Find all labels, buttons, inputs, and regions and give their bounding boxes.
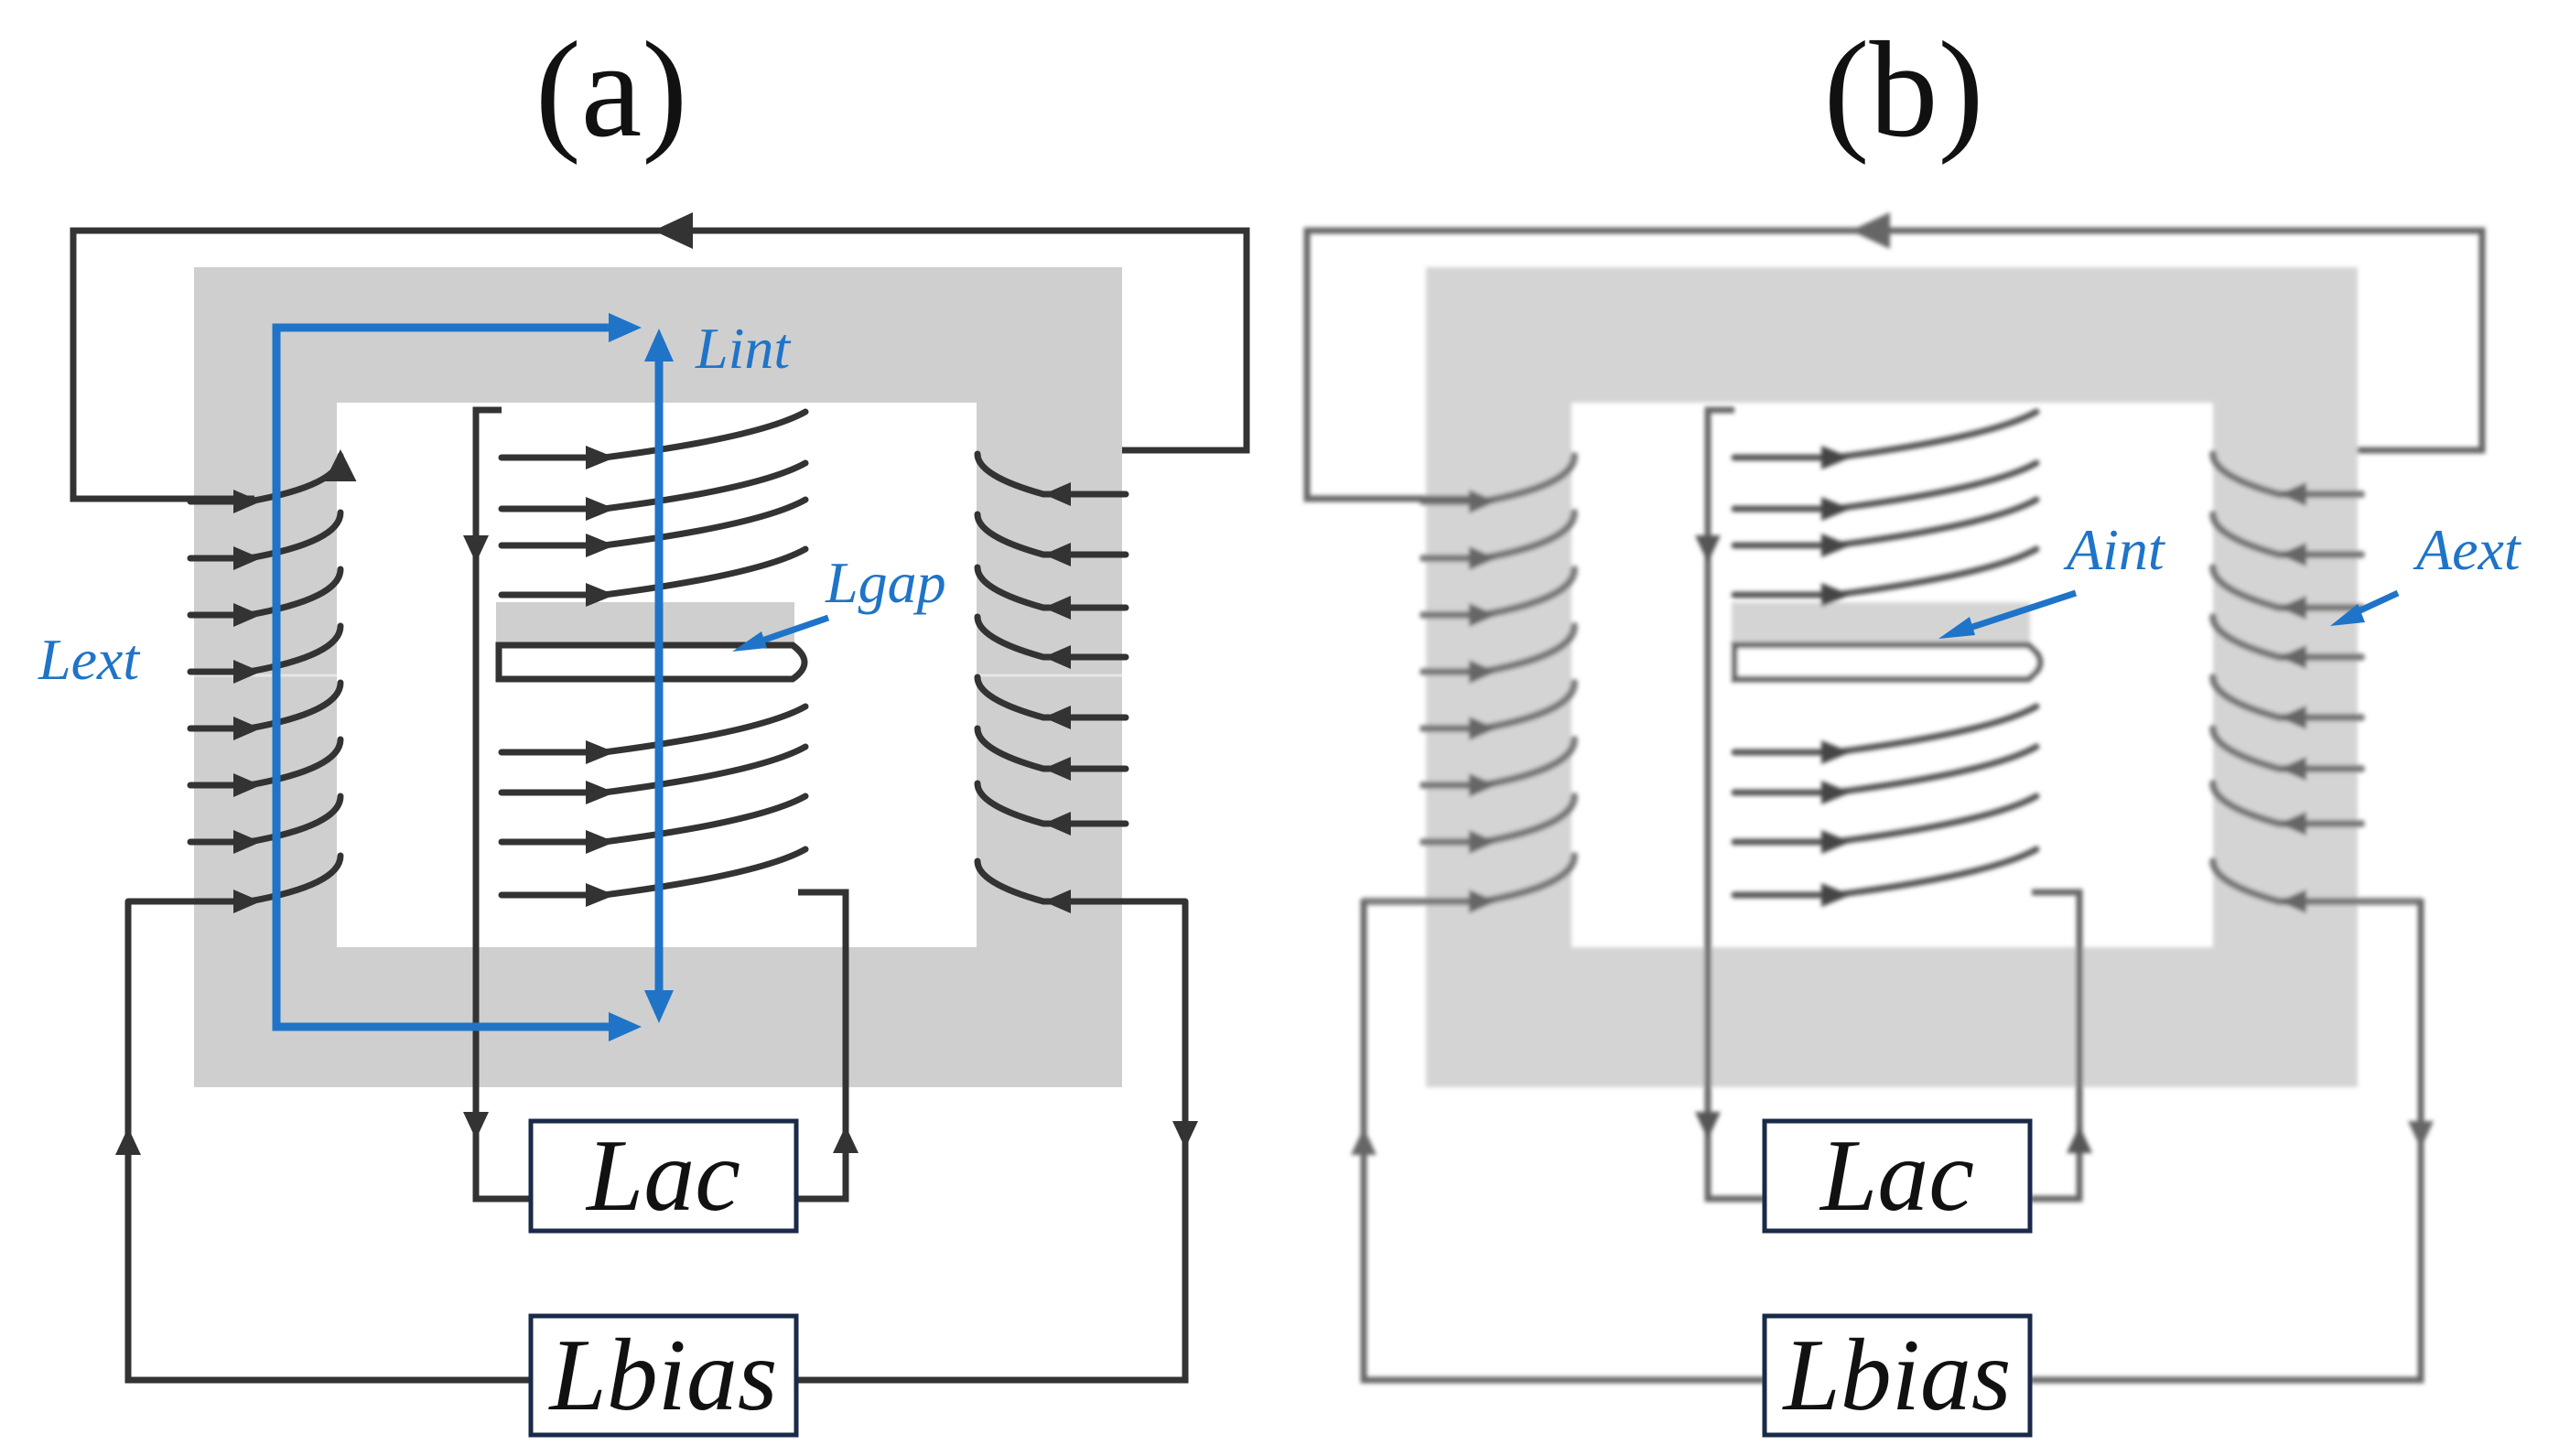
right-coil-a	[974, 450, 1189, 913]
ac-arrow-down-2-a	[463, 1112, 489, 1139]
lac-box-a	[528, 1118, 799, 1234]
lint-label: Lint	[695, 316, 792, 381]
lbias-label-b: Lbias	[1782, 1319, 2012, 1432]
lac-box-b	[1762, 1118, 2033, 1234]
bias-wire-bottom-right-b	[2030, 901, 2424, 1384]
blue-arrow-bottom-a	[609, 1012, 642, 1041]
aint-pointer-head	[1938, 617, 1975, 639]
left-coil-a	[124, 449, 357, 913]
ac-wire-right-b	[2030, 889, 2083, 1203]
bias-wire-bottom-a	[124, 901, 531, 1384]
aext-pointer-head	[2330, 604, 2365, 626]
lext-label: Lext	[38, 627, 141, 692]
blue-arrow-up-a	[644, 329, 674, 361]
middle-coil-upper-a	[498, 408, 809, 607]
lgap-label: Lgap	[825, 550, 946, 615]
panel-b-label: (b)	[1824, 14, 1984, 166]
lbias-box-a	[528, 1313, 799, 1438]
bias-arrow-up-a	[115, 1127, 141, 1155]
ac-wire-right-a	[796, 889, 849, 1203]
lac-label-a: Lac	[585, 1119, 740, 1233]
bias-arrow-down-a	[1172, 1121, 1198, 1149]
aint-pointer	[1957, 589, 2078, 635]
middle-coil-lower-a	[498, 703, 809, 907]
ac-arrow-up-a	[833, 1126, 858, 1153]
lbias-box-b	[1762, 1313, 2033, 1438]
air-gap-b	[1726, 645, 2037, 678]
ac-wire-left-b	[1704, 406, 1765, 1203]
panel-a-label: (a)	[535, 14, 687, 166]
lbias-label-a: Lbias	[548, 1319, 778, 1432]
bias-wire-bottom-b	[1360, 901, 1765, 1384]
arrow-top-b	[1851, 212, 1890, 249]
panel-a: (a)	[38, 14, 1250, 1438]
blue-path-outer-a	[272, 323, 632, 1031]
blue-arrow-down-a	[644, 990, 674, 1023]
blue-arrow-top-a	[609, 313, 642, 342]
ac-wire-left-a	[472, 406, 531, 1203]
bias-wire-bottom-right-a	[796, 901, 1189, 1384]
gap-outline-a	[495, 642, 808, 683]
lac-label-b: Lac	[1819, 1119, 1974, 1233]
panel-b: (b)	[1303, 14, 2522, 1438]
panel-b-drawing	[1303, 212, 2486, 1384]
aint-label: Aint	[2063, 517, 2166, 582]
left-coil-b	[1360, 452, 1578, 913]
bias-wire-top-b	[1303, 227, 2486, 502]
right-coil-b	[2209, 450, 2424, 913]
arrow-top-a	[653, 212, 693, 249]
ac-arrow-down-1-a	[463, 535, 489, 563]
middle-coil-b	[1731, 408, 2040, 907]
gap-outline-b	[1731, 642, 2044, 683]
air-gap-a	[491, 645, 802, 678]
aext-label: Aext	[2413, 517, 2522, 582]
gap-pointer-head-a	[732, 631, 767, 652]
